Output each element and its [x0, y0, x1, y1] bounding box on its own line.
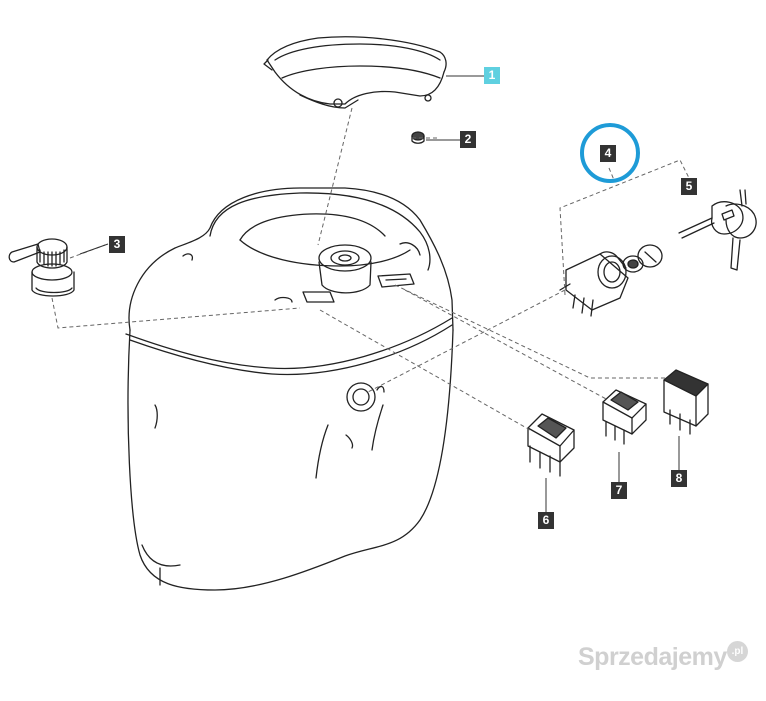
watermark-text: Sprzedajemy	[578, 643, 727, 671]
callout-2[interactable]: 2	[460, 131, 476, 148]
switch-8-part	[663, 369, 709, 435]
instrument-cluster-part	[263, 36, 447, 109]
callout-6[interactable]: 6	[538, 512, 554, 529]
keys-part	[678, 189, 757, 271]
rotary-switch-part	[8, 238, 75, 297]
callout-5[interactable]: 5	[681, 178, 697, 195]
callout-1[interactable]: 1	[484, 67, 500, 84]
callout-8[interactable]: 8	[671, 470, 687, 487]
callout-3[interactable]: 3	[109, 236, 125, 253]
leader-lines	[51, 107, 691, 431]
rocker-switch-7-part	[602, 389, 647, 445]
callout-7[interactable]: 7	[611, 482, 627, 499]
callout-ticks	[79, 75, 680, 512]
rocker-switch-6-part	[527, 413, 575, 477]
ignition-lock-part	[559, 244, 663, 317]
dashboard-housing	[125, 187, 454, 591]
highlight-circle	[580, 123, 640, 183]
watermark-badge: .pl	[727, 641, 748, 662]
callout-4[interactable]: 4	[600, 145, 616, 162]
